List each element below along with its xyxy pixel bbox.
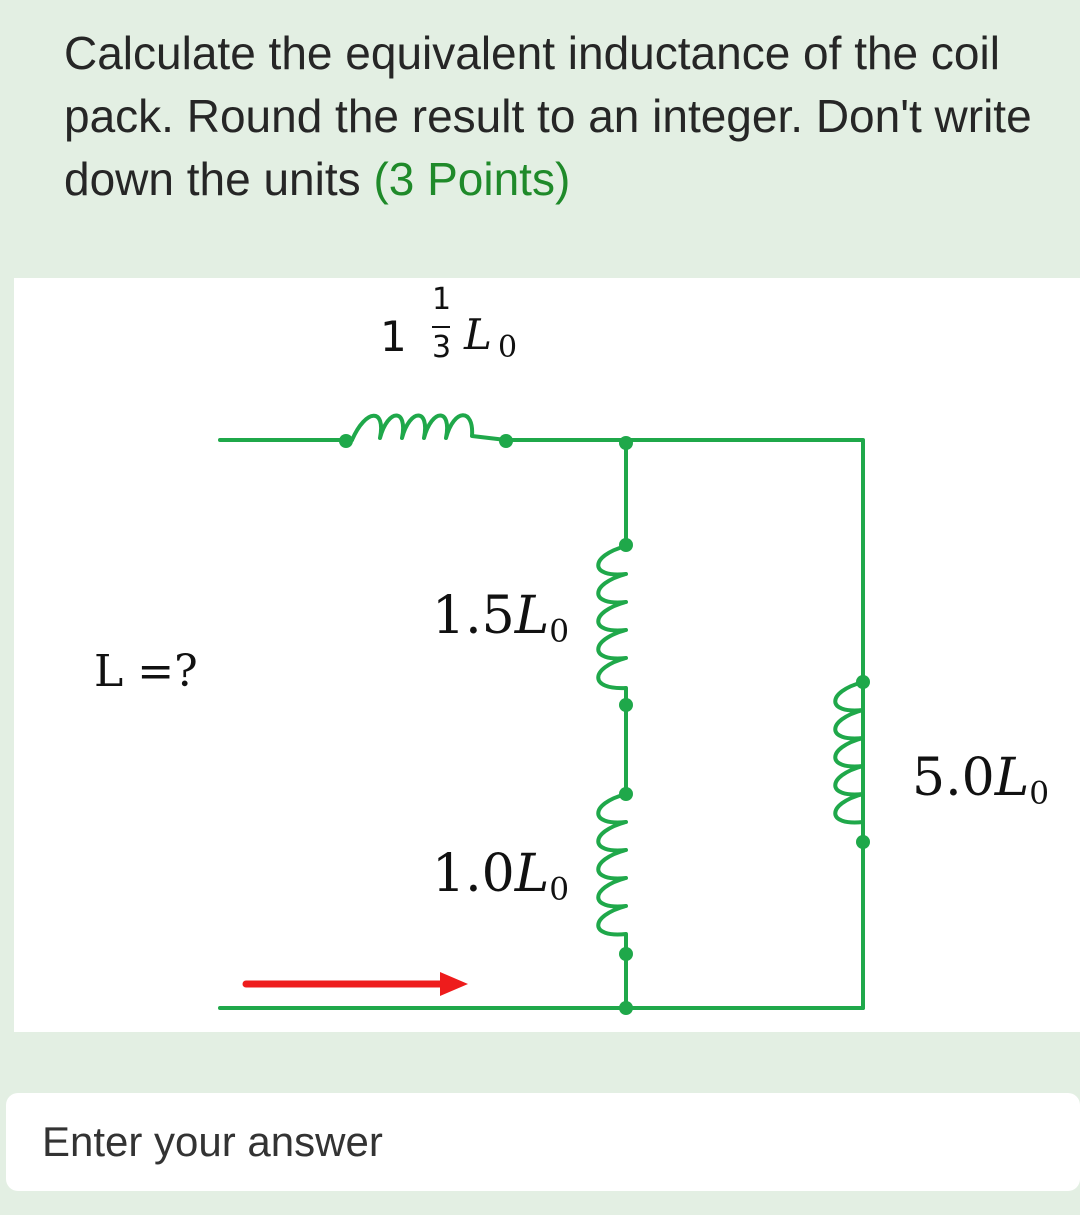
question-text: Calculate the equivalent inductance of t… — [64, 22, 1064, 211]
coil-right — [833, 680, 865, 844]
label-1-0L0: 1.0L0 — [432, 844, 569, 908]
label-subscript: 0 — [549, 871, 570, 908]
current-arrow — [242, 972, 468, 996]
label-value: 1.0 — [432, 844, 515, 904]
label-value: 5.0 — [912, 748, 995, 808]
top-label-symbol: L — [464, 310, 492, 359]
node-dot — [619, 698, 633, 712]
node-dot — [619, 538, 633, 552]
wire-top-right — [504, 438, 865, 1010]
node-dot — [619, 1001, 633, 1015]
node-dot — [619, 436, 633, 450]
top-label-numerator: 1 — [432, 282, 452, 317]
node-dot — [339, 434, 353, 448]
label-subscript: 0 — [549, 613, 570, 650]
answer-input[interactable] — [6, 1093, 1080, 1191]
label-symbol: L — [514, 586, 550, 646]
top-label-denominator: 3 — [432, 330, 452, 365]
label-1-5L0: 1.5L0 — [432, 586, 569, 650]
unknown-inductance-label: L =? — [94, 646, 198, 697]
label-symbol: L — [994, 748, 1030, 808]
answer-field[interactable] — [6, 1093, 1080, 1191]
top-label-subscript: 0 — [498, 330, 518, 365]
label-5-0L0: 5.0L0 — [912, 748, 1049, 812]
fraction-bar — [432, 326, 450, 328]
points-label: (3 Points) — [373, 153, 571, 205]
label-symbol: L — [514, 844, 550, 904]
label-value: 1.5 — [432, 586, 515, 646]
node-dot — [856, 675, 870, 689]
top-label-whole: 1 — [380, 312, 407, 361]
coil-top — [350, 413, 508, 442]
node-dot — [619, 947, 633, 961]
question-body: Calculate the equivalent inductance of t… — [64, 27, 1032, 205]
wire-mid-branch — [596, 438, 628, 1010]
label-subscript: 0 — [1029, 775, 1050, 812]
circuit-diagram — [218, 413, 870, 1015]
circuit-figure: 1 1 3 L 0 L =? 1.5L0 1.0L0 5.0L0 — [14, 278, 1080, 1032]
node-dot — [499, 434, 513, 448]
node-dot — [856, 835, 870, 849]
node-dot — [619, 787, 633, 801]
